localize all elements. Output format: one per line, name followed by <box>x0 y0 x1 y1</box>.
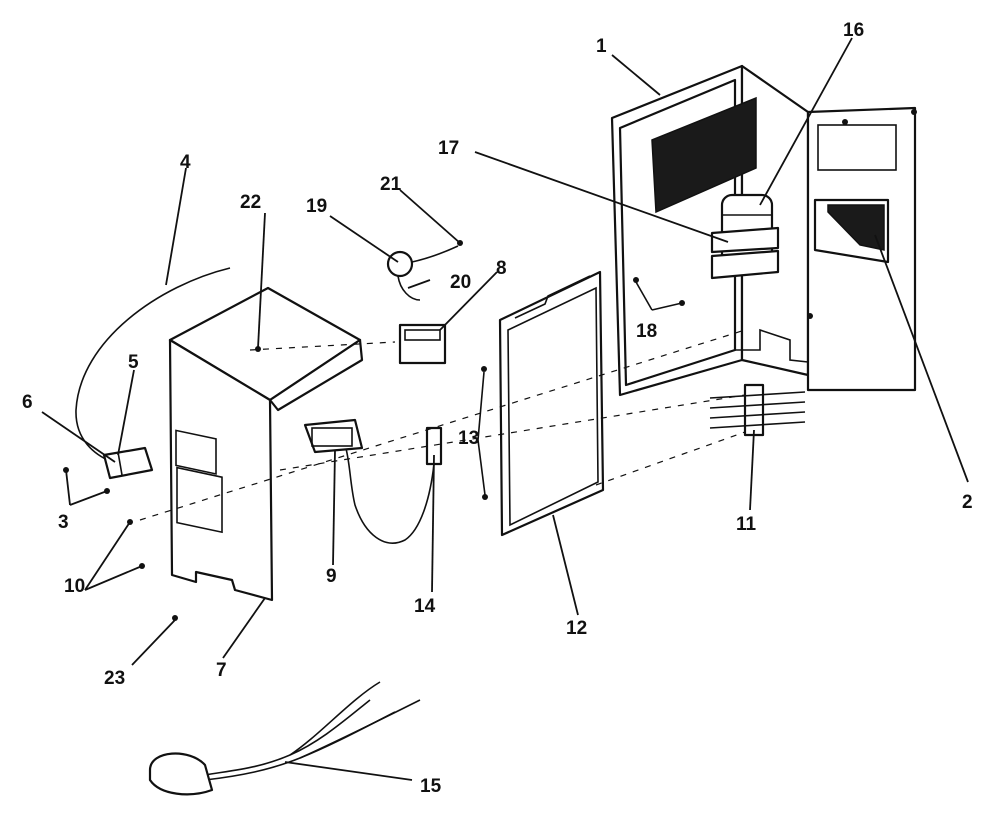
callout-17: 17 <box>438 138 459 159</box>
callout-11: 11 <box>736 514 757 535</box>
callout-16: 16 <box>843 20 864 41</box>
assembly-line-d <box>595 431 746 486</box>
assembly-line-c <box>249 341 396 351</box>
callout-13: 13 <box>458 428 479 449</box>
blower-strap <box>710 226 780 280</box>
callout-7: 7 <box>216 660 227 681</box>
callout-6: 6 <box>22 392 33 413</box>
assembly-line-b <box>279 394 746 471</box>
callout-18: 18 <box>636 321 657 342</box>
thermostat <box>386 240 463 301</box>
callout-15: 15 <box>420 776 442 797</box>
screws-18 <box>633 277 685 311</box>
callout-labels: 1 2 3 4 5 6 7 8 9 10 11 12 13 14 15 16 1… <box>22 20 973 797</box>
callout-22: 22 <box>240 192 261 213</box>
callout-9: 9 <box>326 566 337 587</box>
frame-insulation-panel <box>651 96 757 214</box>
relay <box>398 323 447 365</box>
limit-switch <box>344 426 443 544</box>
front-panel <box>498 270 605 537</box>
callout-23: 23 <box>104 668 125 689</box>
wiring-harness <box>148 681 421 796</box>
callout-21: 21 <box>380 174 402 195</box>
control-box <box>168 286 364 602</box>
screw-23 <box>172 615 178 621</box>
callout-1: 1 <box>596 36 607 57</box>
callout-19: 19 <box>306 196 327 217</box>
callout-14: 14 <box>414 596 436 617</box>
screws-3 <box>63 467 110 494</box>
callout-5: 5 <box>128 352 139 373</box>
callout-4: 4 <box>180 152 191 173</box>
callout-10: 10 <box>64 576 85 597</box>
assembly-line-a <box>139 329 746 521</box>
callout-3: 3 <box>58 512 69 533</box>
callout-12: 12 <box>566 618 587 639</box>
leader-lines <box>41 37 969 781</box>
screws-13 <box>477 366 488 500</box>
heater-grille <box>813 198 890 264</box>
callout-8: 8 <box>496 258 507 279</box>
switch <box>303 418 364 454</box>
power-cable <box>75 267 231 463</box>
callout-2: 2 <box>962 492 973 513</box>
screws-10 <box>127 519 145 569</box>
callout-20: 20 <box>450 272 471 293</box>
bracket <box>102 446 154 480</box>
terminal-block <box>709 383 806 437</box>
